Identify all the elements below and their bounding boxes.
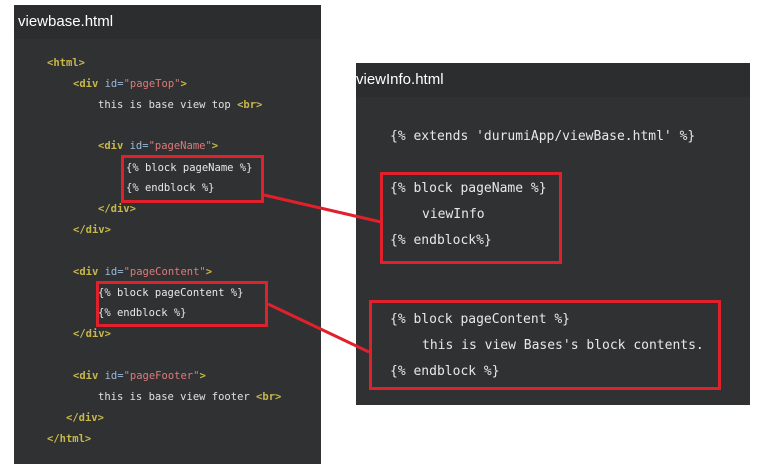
code-line: {% block pageContent %} <box>390 312 571 327</box>
highlight-box-pagename-info <box>380 172 562 264</box>
code-line: <html> <box>47 57 85 69</box>
code-line: {% endblock%} <box>390 233 492 248</box>
highlight-box-pagecontent-base <box>96 281 268 327</box>
code-line: this is view Bases's block contents. <box>422 338 704 353</box>
code-line: </div> <box>73 328 111 340</box>
code-line: <div id="pageFooter"> <box>73 370 206 382</box>
highlight-box-pagecontent-info <box>369 300 721 390</box>
code-line: <div id="pageContent"> <box>73 266 213 278</box>
code-line: {% block pageName %} <box>390 181 547 196</box>
code-line: <div id="pageName"> <box>98 140 219 152</box>
code-line: {% endblock %} <box>126 182 215 194</box>
code-line: </div> <box>66 412 104 424</box>
code-line: </div> <box>73 224 111 236</box>
code-line: viewInfo <box>422 207 485 222</box>
code-line: {% block pageContent %} <box>98 287 244 299</box>
code-line: {% endblock %} <box>390 364 500 379</box>
viewinfo-filename: viewInfo.html <box>356 63 750 97</box>
code-line: <div id="pageTop"> <box>73 78 187 90</box>
viewbase-filename: viewbase.html <box>14 5 321 39</box>
code-line: this is base view top <br> <box>98 99 263 111</box>
viewinfo-code-panel: viewInfo.html {% extends 'durumiApp/view… <box>356 63 750 405</box>
code-line: </div> <box>98 203 136 215</box>
code-line: {% extends 'durumiApp/viewBase.html' %} <box>390 129 696 144</box>
code-line: {% endblock %} <box>98 307 187 319</box>
code-line: </html> <box>47 433 92 445</box>
highlight-box-pagename-base <box>121 155 264 203</box>
code-line: {% block pageName %} <box>126 162 253 174</box>
code-line: this is base view footer <br> <box>98 391 282 403</box>
viewbase-code-panel: viewbase.html <html> <div id="pageTop"> … <box>14 5 321 464</box>
